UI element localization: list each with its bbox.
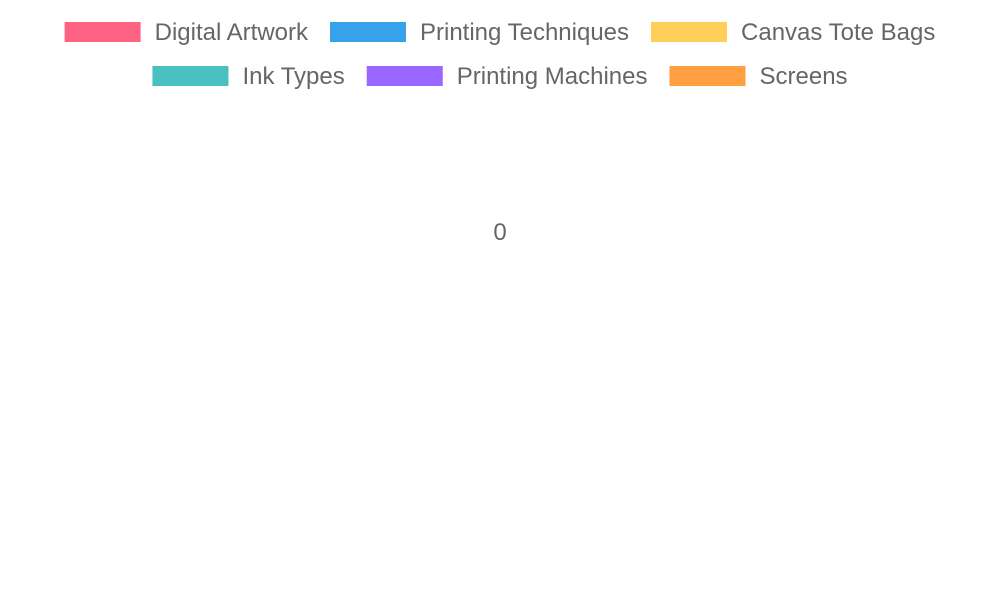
legend-swatch [152,66,229,86]
legend-item-canvas-tote-bags[interactable]: Canvas Tote Bags [651,19,935,46]
legend-swatch [330,22,406,42]
legend-swatch [64,22,141,42]
legend-swatch [669,66,746,86]
legend-label: Screens [760,63,848,90]
legend-item-ink-types[interactable]: Ink Types [152,63,345,90]
legend-swatch [651,22,728,42]
legend-swatch [366,66,443,86]
legend-label: Printing Machines [457,63,648,90]
legend-item-printing-techniques[interactable]: Printing Techniques [330,19,629,46]
legend-label: Canvas Tote Bags [741,19,935,46]
legend-item-screens[interactable]: Screens [669,63,848,90]
legend-item-printing-machines[interactable]: Printing Machines [366,63,648,90]
legend-label: Printing Techniques [420,19,629,46]
legend-label: Ink Types [242,63,344,90]
radial-tick-label: 0 [493,219,506,246]
legend-label: Digital Artwork [155,19,309,46]
chart-legend: Digital Artwork Printing Techniques Canvas… [64,19,935,90]
legend-item-digital-artwork[interactable]: Digital Artwork [64,19,309,46]
